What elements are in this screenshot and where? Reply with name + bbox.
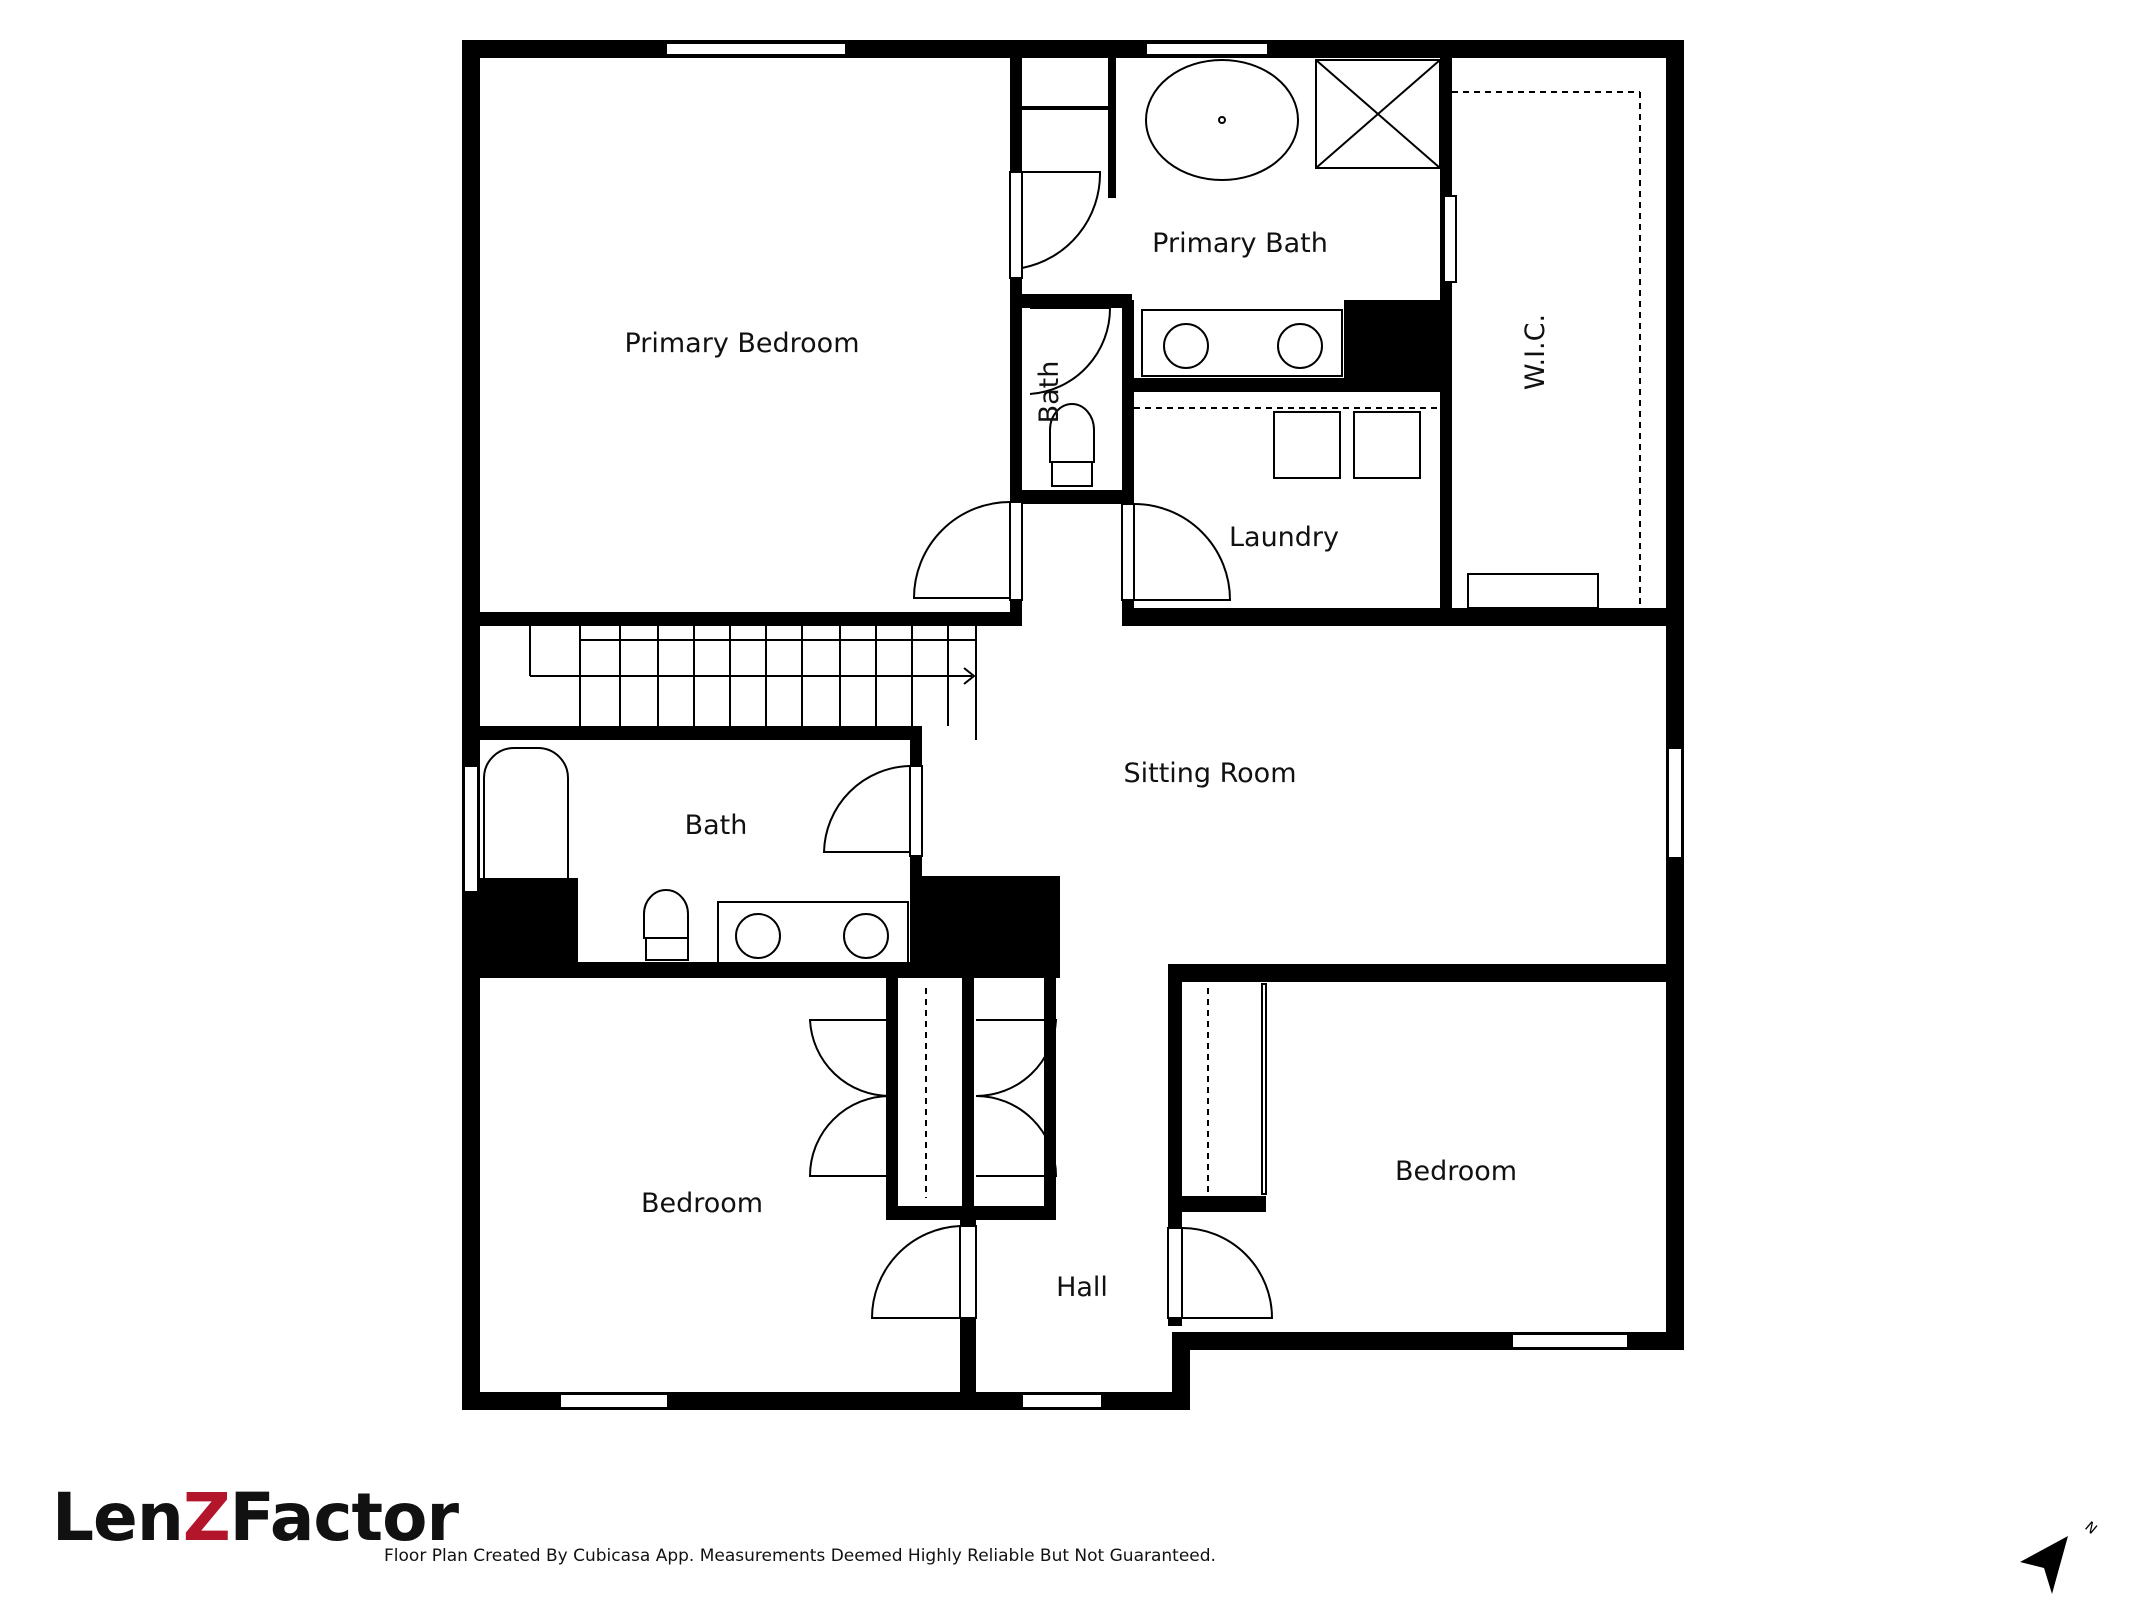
label-hall: Hall [1056, 1272, 1108, 1303]
dryer-icon [1353, 411, 1421, 479]
label-small-bath: Bath [1034, 361, 1065, 424]
label-laundry: Laundry [1229, 522, 1339, 553]
windows [463, 42, 1683, 1409]
bathtub-icon [483, 747, 569, 915]
label-primary-bedroom: Primary Bedroom [624, 328, 859, 359]
room-labels: Primary Bedroom Primary Bath W.I.C. Bath… [624, 228, 1551, 1303]
label-bedroom-right: Bedroom [1395, 1156, 1517, 1187]
disclaimer-caption: Floor Plan Created By Cubicasa App. Meas… [384, 1546, 1216, 1566]
washer-icon [1273, 411, 1341, 479]
logo-text-len: Len [52, 1479, 184, 1556]
sink-icon [1163, 323, 1209, 369]
north-arrow-icon: N [2020, 1519, 2100, 1594]
logo-text-factor: Factor [229, 1479, 459, 1556]
doors [808, 171, 1457, 1319]
sink-icon [843, 913, 889, 959]
label-bedroom-left: Bedroom [641, 1188, 763, 1219]
toilet-icon [643, 889, 689, 939]
north-label: N [2081, 1519, 2099, 1538]
fixtures [483, 59, 1641, 1198]
sink-icon [735, 913, 781, 959]
label-hall-bath: Bath [685, 810, 748, 841]
shower-icon [1315, 59, 1441, 169]
stairs-icon [529, 626, 977, 740]
label-wic: W.I.C. [1520, 314, 1551, 390]
bathtub-icon [1145, 59, 1299, 181]
label-primary-bath: Primary Bath [1152, 228, 1328, 259]
logo-text-z: Z [182, 1479, 231, 1556]
company-logo: LenZFactor [52, 1478, 459, 1558]
sink-icon [1277, 323, 1323, 369]
label-sitting-room: Sitting Room [1123, 758, 1296, 789]
toilet-icon [1049, 403, 1095, 463]
